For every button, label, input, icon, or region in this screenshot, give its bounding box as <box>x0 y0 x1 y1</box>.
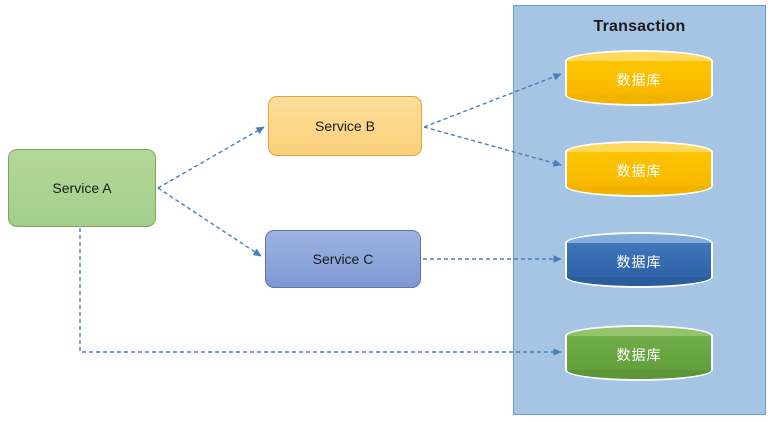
edge-service-a-to-service-b <box>157 126 265 189</box>
transaction-panel-title: Transaction <box>593 18 686 35</box>
database-2-body <box>565 152 713 186</box>
service-c-node[interactable]: Service C <box>265 230 421 288</box>
database-4-label: 数据库 <box>616 348 662 364</box>
database-node-3[interactable]: 数据库 <box>565 232 713 288</box>
database-1-body <box>565 61 713 95</box>
database-node-1[interactable]: 数据库 <box>565 50 713 106</box>
database-3-label: 数据库 <box>616 255 662 271</box>
service-b-node[interactable]: Service B <box>268 96 422 156</box>
service-b-label: Service B <box>315 118 375 134</box>
database-2-label: 数据库 <box>616 164 662 180</box>
database-node-2[interactable]: 数据库 <box>565 141 713 197</box>
database-4-body <box>565 336 713 370</box>
database-3-body <box>565 243 713 277</box>
database-1-label: 数据库 <box>616 73 662 89</box>
service-c-label: Service C <box>312 251 374 267</box>
service-a-node[interactable]: Service A <box>8 149 156 227</box>
edge-service-a-to-service-c <box>157 187 262 257</box>
service-a-label: Service A <box>52 180 112 196</box>
database-node-4[interactable]: 数据库 <box>565 325 713 381</box>
